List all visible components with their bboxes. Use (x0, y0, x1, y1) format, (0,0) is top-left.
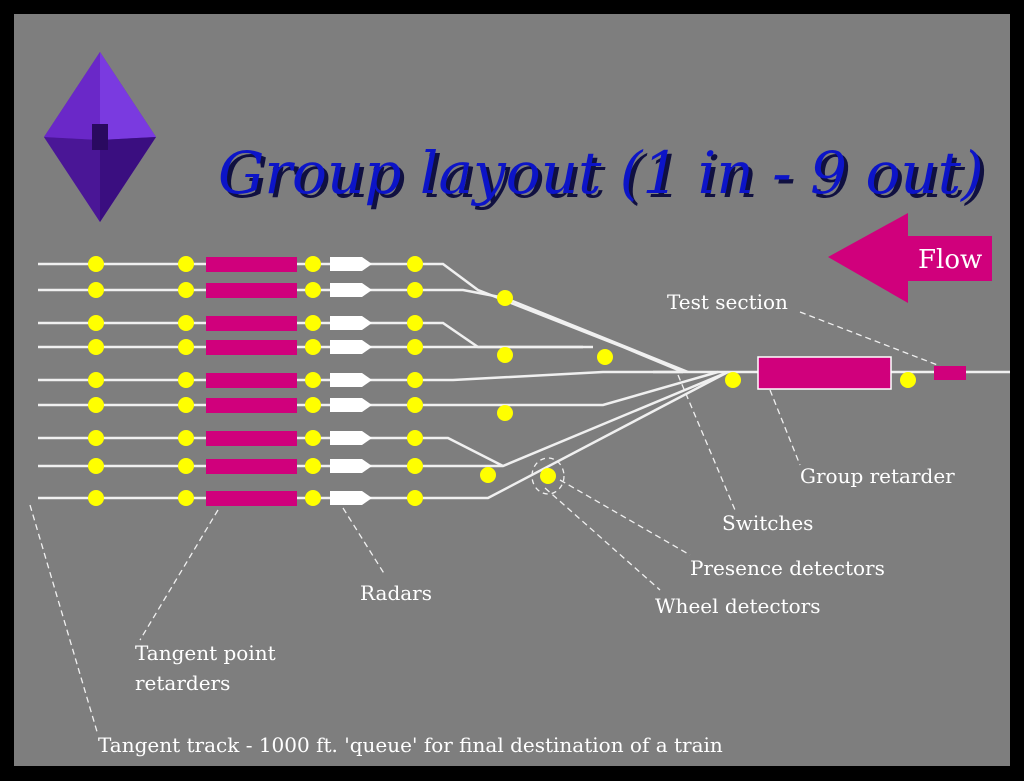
radar-3 (330, 316, 372, 330)
detector-t3-1 (88, 315, 104, 331)
detector-t6-1 (88, 397, 104, 413)
detector-t2-3 (305, 282, 321, 298)
detector-extra-5 (480, 467, 496, 483)
detector-t2-1 (88, 282, 104, 298)
slide-panel (14, 14, 1010, 766)
detector-t8-1 (88, 458, 104, 474)
detectors (88, 256, 916, 506)
detector-t2-2 (178, 282, 194, 298)
detector-t1-3 (305, 256, 321, 272)
detector-t3-3 (305, 315, 321, 331)
detector-t3-2 (178, 315, 194, 331)
detector-t6-3 (305, 397, 321, 413)
wheel-detectors-label: Wheel detectors (655, 594, 820, 618)
tangent-point-retarders-label: Tangent point (135, 641, 276, 665)
detector-t3-4 (407, 315, 423, 331)
retarder-8 (206, 459, 297, 474)
retarder-9 (206, 491, 297, 506)
radar-9 (330, 491, 372, 505)
leader-group-retarder (769, 389, 801, 466)
group-retarder-label: Group retarder (800, 464, 955, 488)
detector-t4-3 (305, 339, 321, 355)
track-7 (38, 436, 504, 468)
detector-t1-4 (407, 256, 423, 272)
detector-t8-4 (407, 458, 423, 474)
leader-wheel-detectors (544, 487, 661, 591)
leader-presence-detectors (559, 479, 691, 556)
tangent-point-retarders (206, 257, 297, 506)
page-title-shadow: Group layout (1 in - 9 out) (222, 143, 988, 211)
leader-tangent-point-retarders (139, 509, 219, 641)
retarder-7 (206, 431, 297, 446)
detector-t9-2 (178, 490, 194, 506)
detector-t4-2 (178, 339, 194, 355)
retarder-3 (206, 316, 297, 331)
detector-extra-3 (597, 349, 613, 365)
detector-t5-3 (305, 372, 321, 388)
detector-t7-4 (407, 430, 423, 446)
radars-label: Radars (360, 581, 432, 605)
radar-8 (330, 459, 372, 473)
retarder-4 (206, 340, 297, 355)
retarder-5 (206, 373, 297, 388)
radar-4 (330, 340, 372, 354)
detector-t4-4 (407, 339, 423, 355)
retarder-2 (206, 283, 297, 298)
flow-arrow: Flow (828, 213, 992, 303)
radar-2 (330, 283, 372, 297)
radars (330, 257, 372, 505)
detector-extra-6 (540, 468, 556, 484)
detector-t6-4 (407, 397, 423, 413)
leader-lines (29, 311, 941, 736)
leader-radars (342, 507, 386, 576)
retarder-6 (206, 398, 297, 413)
page-title: Group layout (1 in - 9 out) (218, 139, 984, 207)
presence-detectors-label: Presence detectors (690, 556, 885, 580)
switches-label: Switches (722, 511, 813, 535)
test-section (934, 366, 966, 380)
tangent-track-label: Tangent track - 1000 ft. 'queue' for fin… (98, 733, 723, 757)
detector-t8-2 (178, 458, 194, 474)
radar-1 (330, 257, 372, 271)
test-section-label: Test section (667, 290, 788, 314)
tangent-point-retarders-label-2: retarders (135, 671, 230, 695)
radar-7 (330, 431, 372, 445)
detector-extra-4 (497, 405, 513, 421)
radar-5 (330, 373, 372, 387)
detector-t7-1 (88, 430, 104, 446)
detector-t1-1 (88, 256, 104, 272)
detector-t2-4 (407, 282, 423, 298)
detector-t7-2 (178, 430, 194, 446)
detector-t5-4 (407, 372, 423, 388)
detector-t9-1 (88, 490, 104, 506)
leader-switches (677, 374, 736, 511)
radar-6 (330, 398, 372, 412)
detector-extra-7 (725, 372, 741, 388)
detector-t1-2 (178, 256, 194, 272)
retarder-1 (206, 257, 297, 272)
wheel-detector-highlight (531, 457, 565, 495)
group-retarder (757, 356, 892, 390)
detector-t5-2 (178, 372, 194, 388)
detector-t5-1 (88, 372, 104, 388)
detector-t8-3 (305, 458, 321, 474)
detector-t7-3 (305, 430, 321, 446)
detector-t9-3 (305, 490, 321, 506)
leader-test-section (799, 311, 941, 367)
detector-extra-1 (497, 290, 513, 306)
logo-diamond-icon (44, 52, 156, 222)
detector-t4-1 (88, 339, 104, 355)
detector-t9-4 (407, 490, 423, 506)
detector-extra-2 (497, 347, 513, 363)
detector-extra-8 (900, 372, 916, 388)
flow-label: Flow (918, 245, 982, 275)
detector-t6-2 (178, 397, 194, 413)
